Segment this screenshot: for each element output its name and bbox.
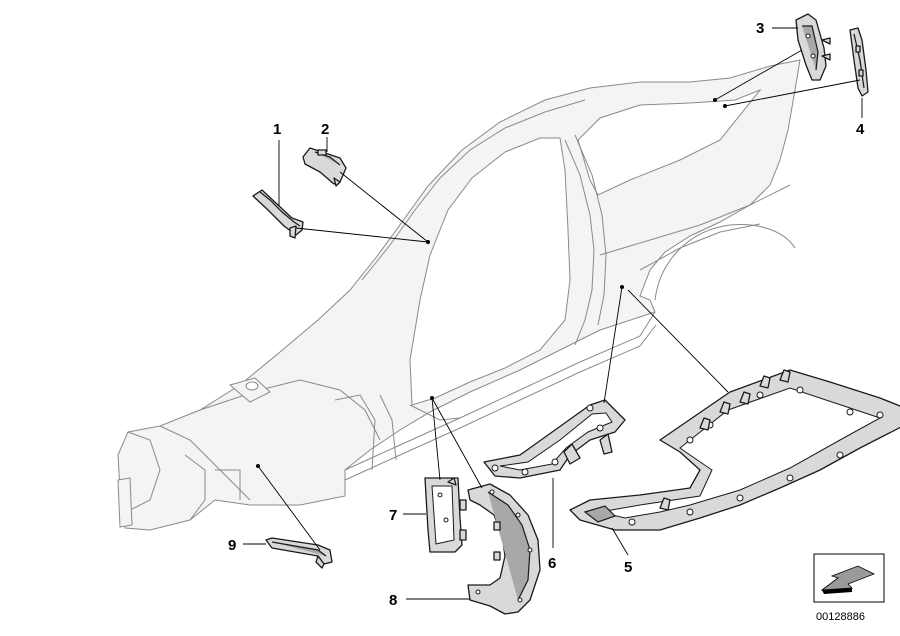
leader-lines [243, 27, 863, 600]
callout-numbers: 1 2 3 4 5 6 7 8 9 [228, 20, 865, 609]
part-4-vertical-strip [849, 27, 869, 97]
callout-2: 2 [321, 121, 329, 138]
reference-number: 00128886 [816, 611, 865, 623]
part-7-rect-bracket [424, 477, 467, 553]
part-1-pillar-trim [252, 189, 304, 239]
part-8-arch-trim [467, 483, 541, 615]
car-body-side-frame [117, 59, 801, 531]
callout-3: 3 [756, 20, 764, 37]
callout-4: 4 [856, 121, 865, 138]
callout-8: 8 [389, 592, 397, 609]
part-6-underbody-bracket [483, 399, 626, 479]
part-9-angled-plate [265, 537, 333, 569]
part-5-underbody-panel [569, 369, 900, 531]
callout-1: 1 [273, 121, 281, 138]
part-3-rear-bracket [795, 13, 831, 81]
callout-6: 6 [548, 555, 556, 572]
part-2-bracket [302, 147, 347, 187]
callout-9: 9 [228, 537, 236, 554]
callout-5: 5 [624, 559, 632, 576]
callout-7: 7 [389, 507, 397, 524]
reference-box: 00128886 [813, 553, 885, 623]
direction-arrow-icon [820, 565, 875, 591]
